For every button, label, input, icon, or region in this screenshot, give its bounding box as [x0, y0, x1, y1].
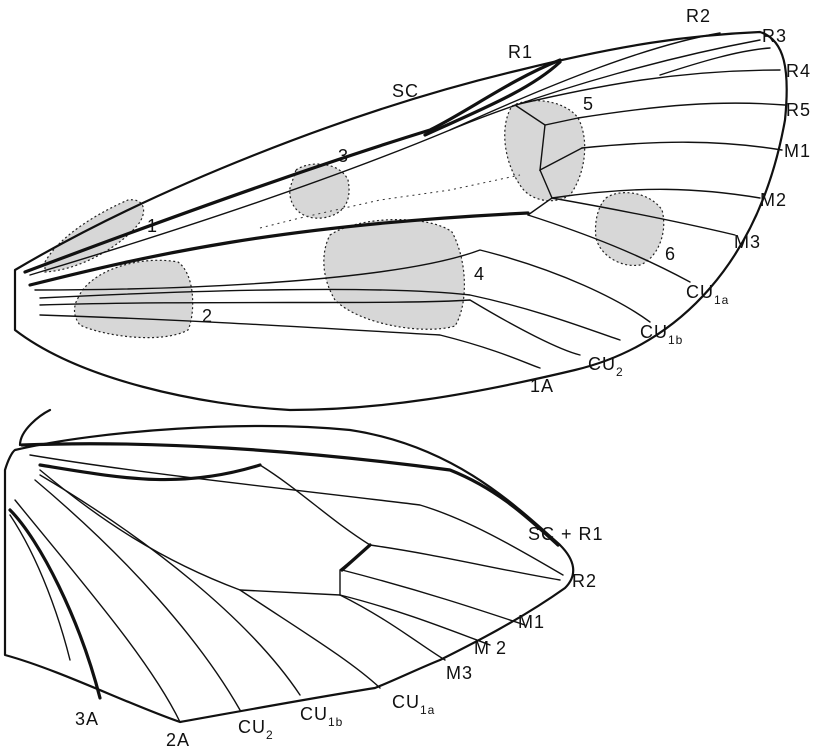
- label-r1: R1: [508, 42, 533, 62]
- spot-1-label: 1: [147, 216, 158, 236]
- hindwing: SC + R1 R2 M1 M 2 M3 CU1a CU1b CU2 2A 3A: [3, 408, 604, 750]
- forewing: 1 2 3 4 5 6 SC R1 R2 R3 R4 R5 M1 M2 M3 C…: [13, 6, 811, 412]
- label-m2-hind: M 2: [474, 638, 507, 658]
- label-r5: R5: [786, 100, 811, 120]
- label-m3: M3: [734, 232, 761, 252]
- label-cu1a: CU1a: [686, 282, 729, 307]
- hindwing-veins: [8, 442, 564, 723]
- hindwing-vein-labels: SC + R1 R2 M1 M 2 M3 CU1a CU1b CU2 2A 3A: [75, 524, 604, 750]
- label-m3-hind: M3: [446, 663, 473, 683]
- label-cu1a-hind: CU1a: [392, 692, 435, 717]
- spot-4: [323, 219, 465, 330]
- hindwing-outline: [3, 408, 575, 724]
- spot-4-label: 4: [474, 264, 485, 284]
- label-r2: R2: [686, 6, 711, 26]
- label-m1-hind: M1: [518, 612, 545, 632]
- spot-5: [504, 100, 586, 202]
- label-cu2-hind: CU2: [238, 717, 274, 742]
- label-cu2: CU2: [588, 354, 624, 379]
- spot-5-label: 5: [583, 94, 594, 114]
- forewing-veins: [23, 32, 786, 369]
- label-cu1b: CU1b: [640, 322, 683, 347]
- spot-2-label: 2: [202, 306, 213, 326]
- label-2a: 2A: [166, 730, 190, 750]
- label-3a: 3A: [75, 709, 99, 729]
- spot-2: [73, 259, 194, 339]
- forewing-outline: [13, 30, 788, 412]
- label-cu1b-hind: CU1b: [300, 704, 343, 729]
- label-r4: R4: [786, 61, 811, 81]
- label-sc-r1: SC + R1: [528, 524, 604, 544]
- spot-6-label: 6: [665, 244, 676, 264]
- label-m1: M1: [784, 141, 811, 161]
- spot-6: [594, 192, 665, 266]
- label-1a: 1A: [530, 376, 554, 396]
- label-m2: M2: [760, 190, 787, 210]
- label-sc: SC: [392, 81, 419, 101]
- forewing-vein-labels: SC R1 R2 R3 R4 R5 M1 M2 M3 CU1a CU1b CU2…: [392, 6, 811, 396]
- forewing-spot-numbers: 1 2 3 4 5 6: [147, 94, 676, 326]
- label-r3: R3: [762, 26, 787, 46]
- label-r2-hind: R2: [572, 571, 597, 591]
- spot-3-label: 3: [338, 146, 349, 166]
